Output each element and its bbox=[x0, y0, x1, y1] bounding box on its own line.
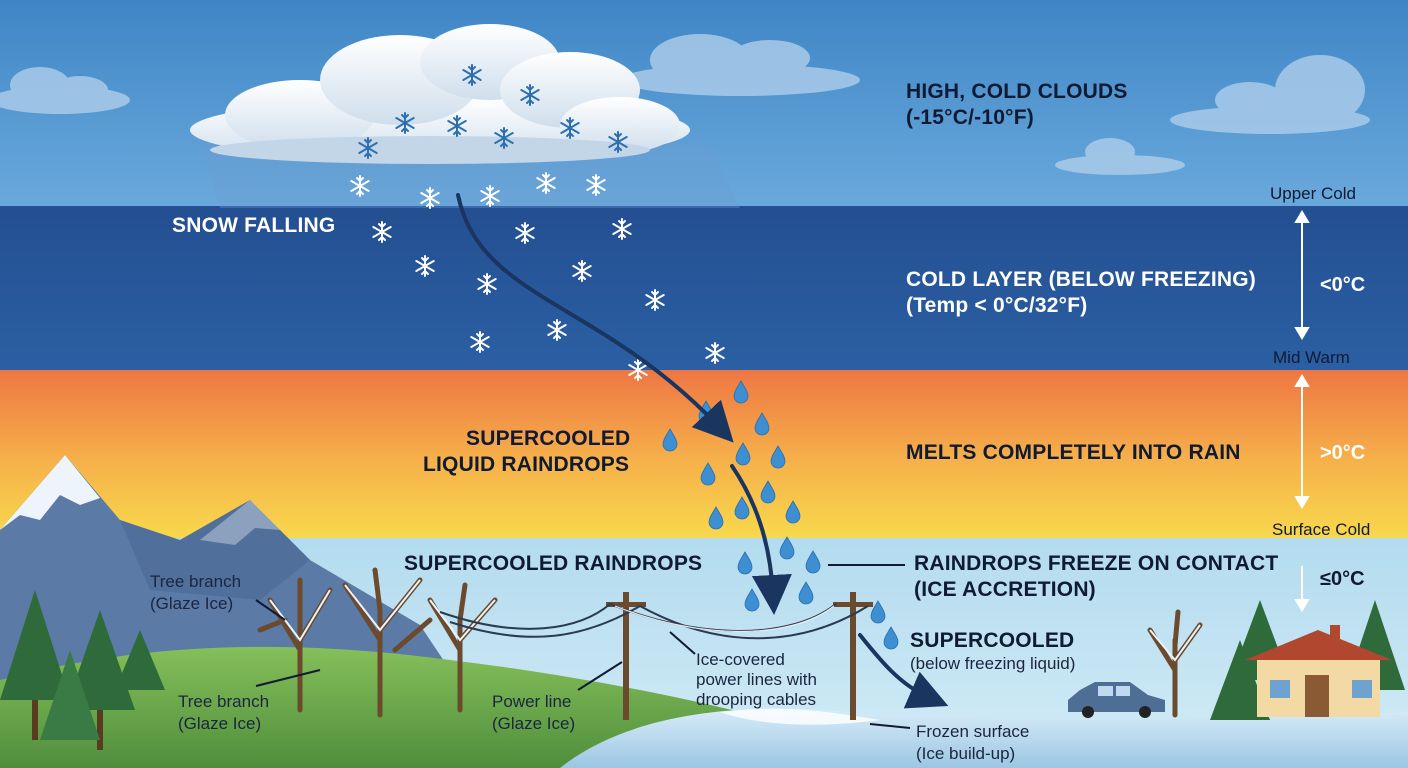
cold-layer-title: COLD LAYER (BELOW FREEZING) bbox=[906, 268, 1256, 291]
supercooled-label-2: LIQUID RAINDROPS bbox=[423, 453, 630, 476]
tree-branch-top-sub: (Glaze Ice) bbox=[150, 594, 234, 613]
power-line-sub: (Glaze Ice) bbox=[492, 714, 576, 733]
cold-layer-temp: <0°C bbox=[1320, 274, 1366, 296]
snow-falling-label: SNOW FALLING bbox=[172, 214, 336, 237]
leader-lines bbox=[255, 564, 911, 729]
temperature-scale bbox=[1294, 210, 1310, 612]
glaze-ice-trees bbox=[269, 579, 1201, 662]
cables-label-2: power lines with bbox=[696, 670, 817, 689]
supercooled-title: SUPERCOOLED bbox=[910, 629, 1075, 652]
background-clouds bbox=[0, 34, 1370, 175]
scale-surface-cold: Surface Cold bbox=[1272, 520, 1371, 539]
evergreens-left bbox=[0, 590, 165, 750]
supercooled-label-1: SUPERCOOLED bbox=[466, 427, 631, 450]
cables-label-1: Ice-covered bbox=[696, 650, 785, 669]
clouds-title: HIGH, COLD CLOUDS bbox=[906, 80, 1128, 103]
tree-branch-top-label: Tree branch bbox=[150, 572, 242, 591]
ice-accretion-subtitle: (ICE ACCRETION) bbox=[914, 578, 1096, 601]
flow-arrows bbox=[456, 193, 949, 709]
frozen-surface-label: Frozen surface bbox=[916, 722, 1030, 741]
power-line-label: Power line bbox=[492, 692, 572, 711]
cold-layer-subtitle: (Temp < 0°C/32°F) bbox=[906, 294, 1088, 317]
clouds-subtitle: (-15°C/-10°F) bbox=[906, 106, 1034, 129]
tree-branch-bottom-sub: (Glaze Ice) bbox=[178, 714, 262, 733]
surface-temp: ≤0°C bbox=[1320, 568, 1365, 590]
tree-branch-bottom-label: Tree branch bbox=[178, 692, 270, 711]
freeze-on-contact-title: RAINDROPS FREEZE ON CONTACT bbox=[914, 552, 1279, 575]
scale-upper-cold: Upper Cold bbox=[1270, 184, 1356, 203]
storm-cloud bbox=[190, 24, 740, 208]
house bbox=[1245, 625, 1392, 717]
melts-title: MELTS COMPLETELY INTO RAIN bbox=[906, 441, 1241, 464]
supercooled-raindrops-label: SUPERCOOLED RAINDROPS bbox=[404, 552, 703, 575]
scale-mid-warm: Mid Warm bbox=[1273, 348, 1350, 367]
power-lines bbox=[439, 592, 873, 720]
mountains bbox=[0, 455, 470, 700]
car bbox=[1068, 682, 1165, 718]
cables-label-3: drooping cables bbox=[696, 690, 817, 709]
supercooled-subtitle: (below freezing liquid) bbox=[910, 654, 1076, 673]
frozen-surface-sub: (Ice build-up) bbox=[916, 744, 1016, 763]
cold-layer-band bbox=[0, 206, 1408, 370]
warm-layer-temp: >0°C bbox=[1320, 442, 1366, 464]
